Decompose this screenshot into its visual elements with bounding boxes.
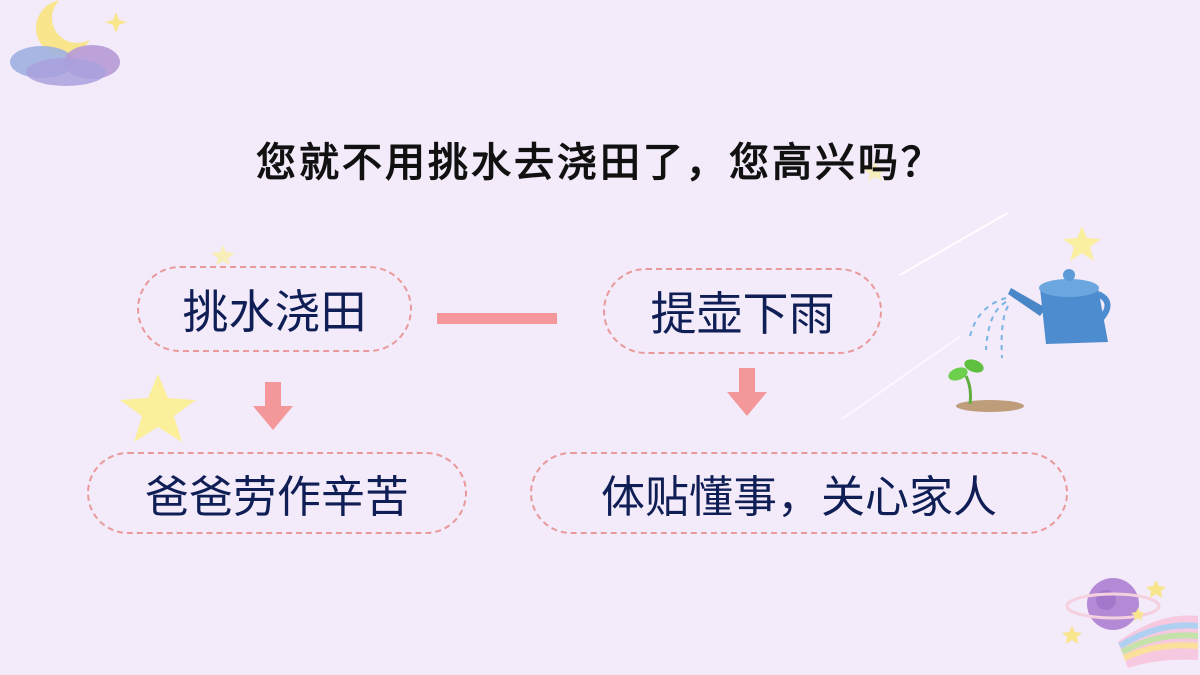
star-icon xyxy=(1063,226,1101,261)
flow-box-dad-hardwork: 爸爸劳作辛苦 xyxy=(87,452,467,534)
flow-box-make-rain: 提壶下雨 xyxy=(603,268,882,354)
star-icon xyxy=(863,161,887,181)
planet-rainbow-icon xyxy=(1062,578,1198,668)
flow-box-label: 体贴懂事，关心家人 xyxy=(601,472,997,523)
flow-box-label: 提壶下雨 xyxy=(650,287,835,341)
arrow-down-icon xyxy=(253,382,293,430)
star-icon xyxy=(120,374,196,442)
flow-box-label: 爸爸劳作辛苦 xyxy=(145,472,409,523)
arrow-down-icon xyxy=(727,368,767,416)
moon-cloud-icon xyxy=(10,0,127,86)
question-text: 您就不用挑水去浇田了，您高兴吗？ xyxy=(256,139,944,186)
flow-box-caring: 体贴懂事，关心家人 xyxy=(530,452,1068,534)
watering-can-icon xyxy=(969,269,1111,358)
sprout-icon xyxy=(948,359,1024,412)
flow-connector xyxy=(437,313,557,324)
flow-box-label: 挑水浇田 xyxy=(182,285,367,339)
star-icon xyxy=(211,245,235,265)
flow-box-carry-water: 挑水浇田 xyxy=(137,266,412,352)
